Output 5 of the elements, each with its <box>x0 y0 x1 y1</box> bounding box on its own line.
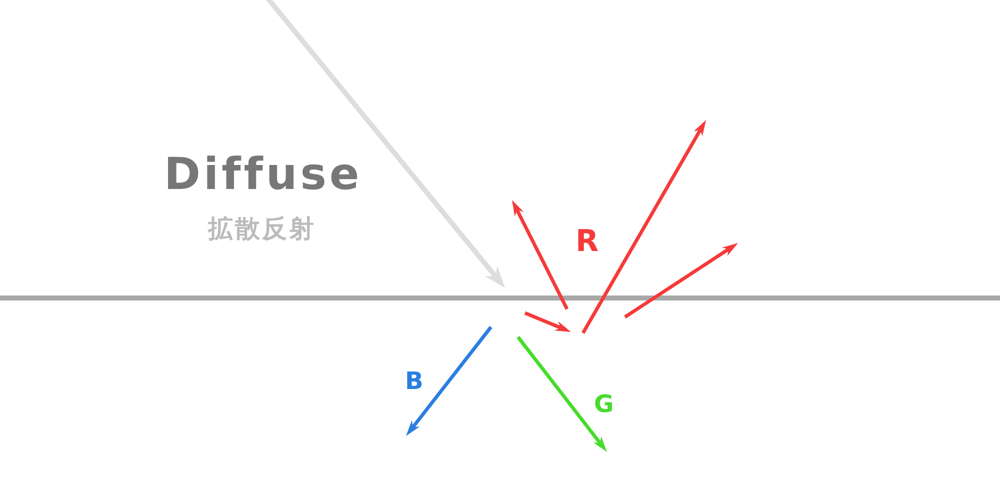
ray-label: R <box>576 227 599 257</box>
title: Diffuse <box>164 153 362 197</box>
ray-label: G <box>594 392 614 416</box>
subtitle: 拡散反射 <box>208 216 316 240</box>
ray-label: B <box>405 369 424 393</box>
